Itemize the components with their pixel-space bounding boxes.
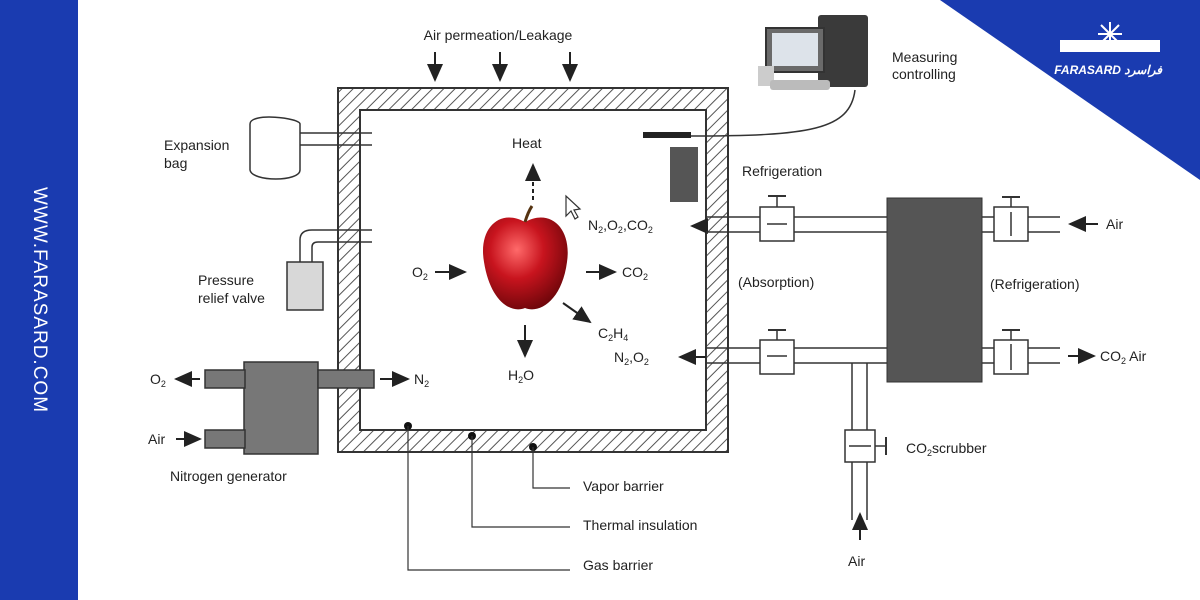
brand-gear-bar [1060,40,1160,52]
measuring-label: Measuring [892,49,957,65]
expansion-bag [249,116,301,180]
left-brand-band: WWW.FARASARD.COM [0,0,78,600]
h2o-out-label: H2O [508,367,534,385]
apple-icon [483,205,568,310]
heat-label: Heat [512,135,542,151]
n2-o2-outlet-label: N2,O2 [614,349,649,367]
chamber-wall [337,87,729,453]
sensor-bar [643,132,691,138]
refrigeration-mid-label: (Refrigeration) [990,276,1079,292]
absorption-label: (Absorption) [738,274,814,290]
air-bottom-label: Air [848,553,865,569]
valve-bottom [759,339,795,375]
expansion-bag-label: Expansion [164,137,229,153]
sensor-box [670,147,698,202]
controlling-label: controlling [892,66,956,82]
nitrogen-generator [243,361,319,455]
refrigeration-unit [886,197,983,383]
co2-air-out-label: CO2 Air [1100,348,1147,366]
pressure-relief-label: Pressure [198,272,254,288]
air-right-in-label: Air [1106,216,1123,232]
expansion-bag-label-2: bag [164,155,187,171]
co2-out-label: CO2 [622,264,648,282]
gas-barrier-label: Gas barrier [583,557,653,573]
c2h4-out-label: C2H4 [598,325,628,343]
pressure-relief-label-2: relief valve [198,290,265,306]
n2-generator-out-label: N2 [414,371,429,389]
refrigeration-top-label: Refrigeration [742,163,822,179]
air-generator-in-label: Air [148,431,165,447]
brand-name: FARASARD فراسرد [1054,63,1162,77]
o2-in-label: O2 [412,264,428,282]
o2-generator-out-label: O2 [150,371,166,389]
air-permeation-label: Air permeation/Leakage [424,27,573,43]
n2-o2-co2-inlet-label: N2,O2,CO2 [588,217,653,235]
pressure-relief-vessel [286,261,324,311]
co2-scrubber-label: CO2scrubber [906,440,987,458]
nitrogen-generator-label: Nitrogen generator [170,468,287,484]
thermal-insulation-label: Thermal insulation [583,517,697,533]
cursor-icon [565,194,582,220]
computer-icon [758,15,868,90]
brand-corner [940,0,1200,180]
vapor-barrier-label: Vapor barrier [583,478,664,494]
